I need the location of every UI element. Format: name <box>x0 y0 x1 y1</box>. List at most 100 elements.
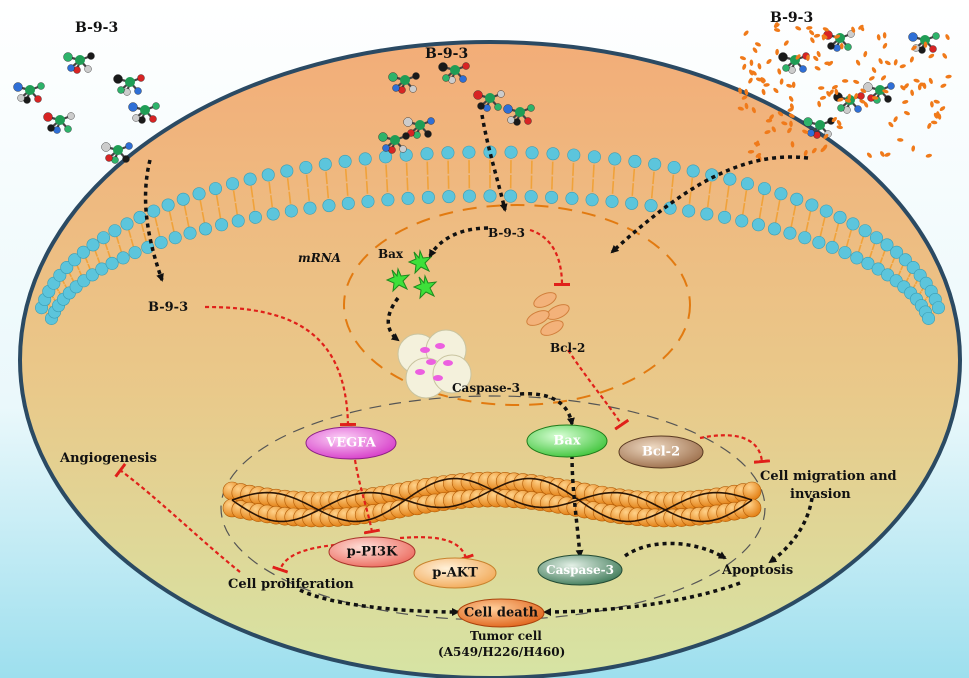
lipid-head <box>303 201 317 215</box>
lipid-tail <box>130 238 135 248</box>
lipid-head <box>922 311 936 325</box>
lipid-tail <box>232 190 237 202</box>
cell-lines-label: (A549/H226/H460) <box>438 645 565 659</box>
drug-particle <box>806 54 810 61</box>
lipid-head <box>767 222 781 236</box>
inhibition-lines <box>114 228 771 574</box>
drug-particle <box>809 30 815 36</box>
drug-particle <box>816 50 821 58</box>
lipid-head <box>565 191 579 205</box>
drug-particle <box>831 85 838 90</box>
drug-particle <box>739 56 747 61</box>
lipid-head <box>116 251 130 265</box>
drug-particle <box>899 64 906 69</box>
lipid-head <box>261 168 275 182</box>
lipid-tail <box>572 162 575 176</box>
arrow-caspase3-to-apoptosis <box>623 541 727 560</box>
drug-particle <box>760 77 765 84</box>
b93-molecule-icon <box>101 142 133 164</box>
drug-particle <box>773 23 780 28</box>
lipid-head <box>833 210 847 224</box>
drug-particle <box>834 34 841 39</box>
inhibit-pi3k-to-akt <box>399 536 474 562</box>
proliferation-label: Cell proliferation <box>228 577 354 592</box>
drug-particle <box>822 27 829 32</box>
lipid-tail <box>592 164 595 178</box>
lipid-head <box>76 245 90 259</box>
lipid-tail <box>805 221 809 232</box>
lipid-head <box>838 246 852 260</box>
drug-particle <box>933 99 940 104</box>
pill-bax: Bax <box>526 424 608 458</box>
lipid-tail <box>669 188 673 201</box>
arrow-drug-right-entry <box>610 155 809 254</box>
lipid-head <box>248 210 262 224</box>
drug-particle <box>803 149 808 157</box>
pill-cell-death-label: Cell death <box>464 606 539 621</box>
lipid-tail <box>186 216 190 228</box>
drug-particle <box>761 88 766 96</box>
lipid-tail <box>305 174 309 188</box>
lipid-head <box>120 217 134 231</box>
lipid-tail <box>848 228 853 238</box>
drug-particle <box>903 83 909 89</box>
bax-small-label: Bax <box>378 247 404 261</box>
drug-particle <box>884 152 891 157</box>
arrow-bax-to-caspase3 <box>386 296 400 342</box>
lipid-tail <box>268 181 272 194</box>
lipid-tail <box>706 195 710 208</box>
inhibit-drug-to-vegfa <box>204 305 357 427</box>
drug-particle <box>769 114 774 120</box>
drug-particle <box>753 142 761 146</box>
cell-membrane <box>35 145 945 325</box>
drug-particle <box>882 42 888 49</box>
lipid-tail <box>832 232 837 243</box>
pill-caspase3-label: Caspase-3 <box>546 563 614 577</box>
drug-particle <box>836 120 842 126</box>
drug-molecules <box>13 30 940 164</box>
drug-particle <box>814 66 821 71</box>
drug-particle <box>834 88 839 96</box>
drug-particle <box>917 83 922 91</box>
pill-bcl2-label: Bcl-2 <box>642 445 680 460</box>
drug-particle <box>928 53 935 59</box>
lipid-head <box>812 235 826 249</box>
drug-particle <box>937 113 942 120</box>
drug-particle <box>737 106 744 111</box>
lipid-head <box>168 231 182 245</box>
lipid-head <box>850 251 864 265</box>
lipid-head <box>504 189 518 203</box>
drug-particle <box>863 101 869 108</box>
drug-particle <box>791 81 796 89</box>
lipid-head <box>587 150 601 164</box>
lipid-tail <box>385 179 389 193</box>
lipid-tail <box>591 179 595 193</box>
activation-arrows <box>143 114 814 616</box>
pill-caspase3: Caspase-3 <box>537 554 623 586</box>
lipid-head <box>358 152 372 166</box>
caspase3-small-label: Caspase-3 <box>452 381 520 395</box>
drug-particle <box>839 42 844 50</box>
drug-particle <box>871 96 879 100</box>
lipid-tail <box>199 199 203 211</box>
lipid-head <box>608 152 622 166</box>
bax-star-icon <box>412 274 438 300</box>
drug-particle <box>940 83 947 88</box>
inhibit-vegfa-to-pi3k <box>353 459 381 535</box>
lipid-head <box>931 301 945 315</box>
lipid-head <box>644 199 658 213</box>
lipid-head <box>133 210 147 224</box>
drug-particle <box>911 145 916 152</box>
drug-particle <box>823 133 829 140</box>
lipid-tail <box>612 166 616 180</box>
chromosome-dna <box>222 471 762 528</box>
drug-particle <box>871 67 877 73</box>
drug-particle <box>795 54 801 60</box>
lipid-head <box>774 187 788 201</box>
drug-particle <box>766 58 772 65</box>
lipid-head <box>723 172 737 186</box>
drug-particle <box>858 24 864 30</box>
lipid-head <box>105 256 119 270</box>
pill-vegfa-label: VEGFA <box>325 436 377 451</box>
